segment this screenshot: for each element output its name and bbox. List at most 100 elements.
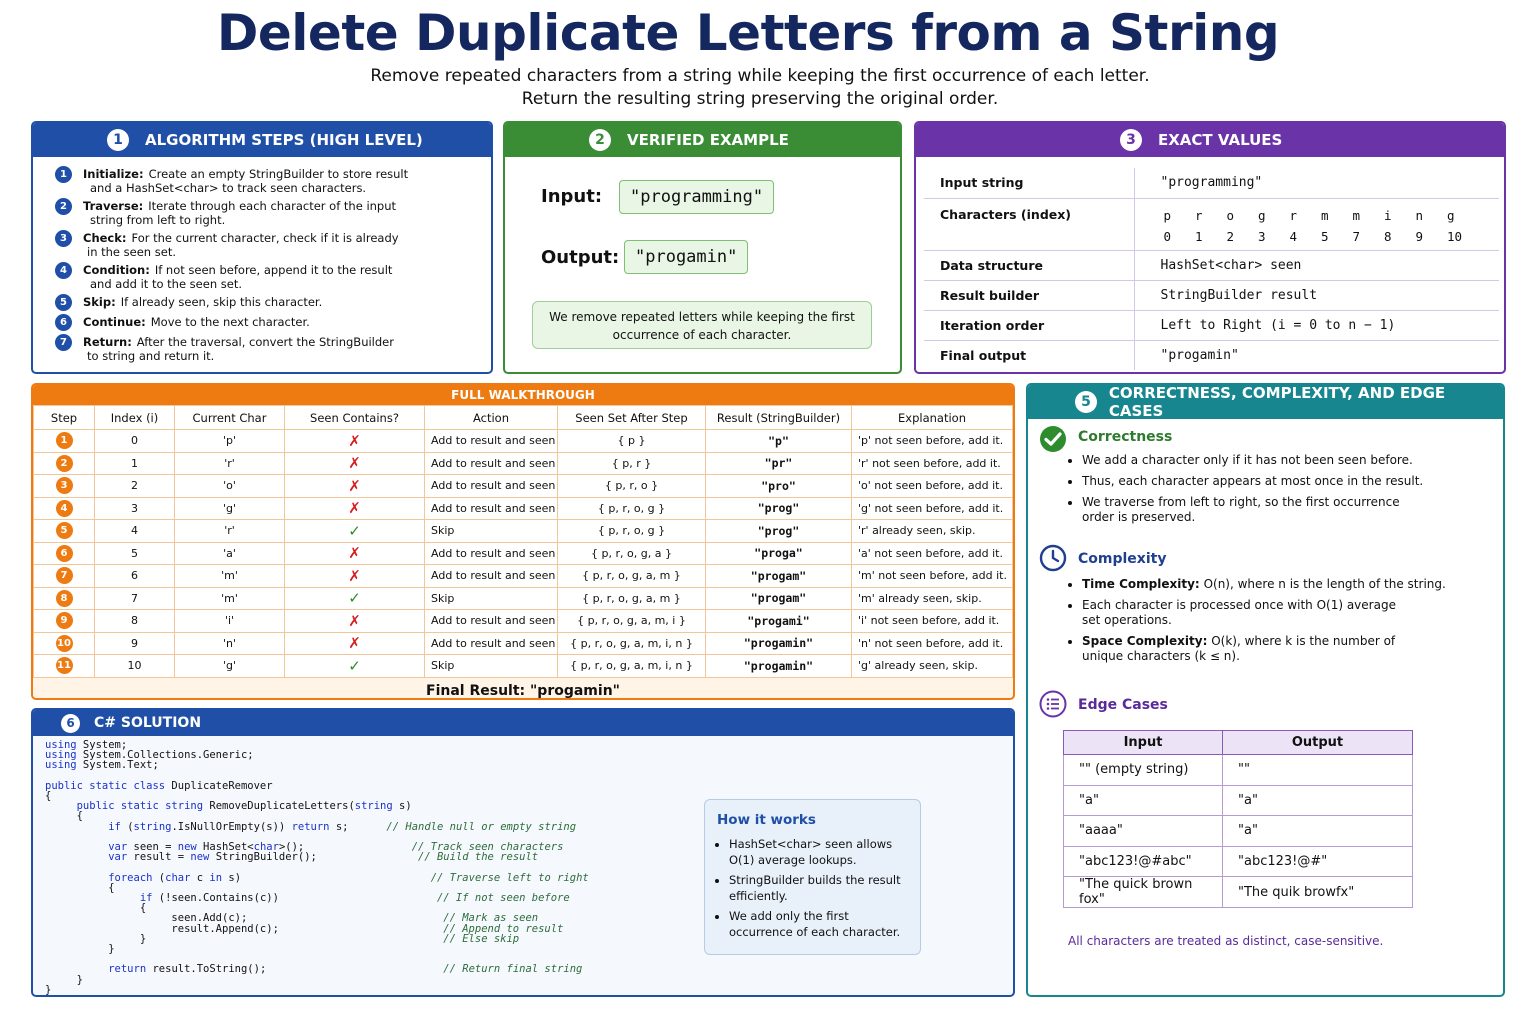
char-cell: p bbox=[1163, 208, 1172, 223]
step-text: Return:After the traversal, convert the … bbox=[83, 335, 394, 363]
step-cell: 5 bbox=[33, 519, 95, 543]
column-header: Seen Contains? bbox=[284, 405, 425, 430]
result-cell: "progam" bbox=[705, 564, 852, 588]
column-header: Index (i) bbox=[94, 405, 175, 430]
step-number-badge: 8 bbox=[55, 589, 73, 607]
edge-output-cell: "The quik browfx" bbox=[1222, 876, 1413, 908]
index-cell: 7 bbox=[94, 586, 175, 610]
step-label: Skip: bbox=[83, 295, 116, 309]
char-cell: g bbox=[1258, 208, 1266, 223]
index-cell: 0 bbox=[94, 429, 175, 453]
step-desc: For the current character, check if it i… bbox=[131, 231, 399, 245]
seen-set-cell: { p, r, o } bbox=[557, 474, 706, 498]
index-cell: 4 bbox=[1289, 229, 1298, 244]
step-number-badge: 11 bbox=[55, 657, 73, 675]
value-key: Characters (index) bbox=[924, 198, 1135, 251]
exact-values-panel: 3 EXACT VALUES Input string"programming"… bbox=[914, 121, 1506, 374]
value-cell: HashSet<char> seen bbox=[1134, 250, 1499, 281]
example-note-line-1: We remove repeated letters while keeping… bbox=[549, 310, 855, 324]
column-header: Seen Set After Step bbox=[557, 405, 706, 430]
walkthrough-header: FULL WALKTHROUGH bbox=[33, 385, 1013, 405]
csharp-solution-panel: 6 C# SOLUTION using System; using System… bbox=[31, 708, 1015, 997]
explanation-cell: 'r' already seen, skip. bbox=[851, 519, 1013, 543]
step-line: Condition: If not seen before, append it … bbox=[83, 263, 392, 277]
time-complexity-text: O(n), where n is the length of the strin… bbox=[1203, 577, 1446, 591]
exact-values-table: Input string"programming" Characters (in… bbox=[924, 168, 1499, 370]
char-cell: o bbox=[1226, 208, 1235, 223]
step-line: Return:After the traversal, convert the … bbox=[83, 335, 394, 349]
value-key: Input string bbox=[924, 168, 1135, 199]
explanation-cell: 'p' not seen before, add it. bbox=[851, 429, 1013, 453]
explanation-cell: 'o' not seen before, add it. bbox=[851, 474, 1013, 498]
edge-input-cell: "abc123!@#abc" bbox=[1063, 845, 1223, 877]
step-cell: 1 bbox=[33, 429, 95, 453]
step-number-badge: 5 bbox=[55, 522, 73, 540]
step-cell: 2 bbox=[33, 451, 95, 475]
step-desc: If not seen before, append it to the res… bbox=[154, 263, 393, 277]
action-cell: Add to result and seen bbox=[424, 451, 558, 475]
index-cell: 6 bbox=[94, 564, 175, 588]
step-desc: Iterate through each character of the in… bbox=[148, 199, 397, 213]
step-line: Traverse:Iterate through each character … bbox=[83, 199, 396, 213]
edge-output-cell: "" bbox=[1222, 754, 1413, 786]
edge-cases-note: All characters are treated as distinct, … bbox=[1068, 934, 1384, 948]
how-it-works-list: HashSet<char> seen allows O(1) average l… bbox=[717, 836, 908, 940]
correctness-header: 5 CORRECTNESS, COMPLEXITY, AND EDGE CASE… bbox=[1028, 385, 1503, 420]
result-cell: "progamin" bbox=[705, 631, 852, 655]
verified-example-title: VERIFIED EXAMPLE bbox=[627, 131, 789, 149]
explanation-cell: 'm' already seen, skip. bbox=[851, 586, 1013, 610]
explanation-cell: 'n' not seen before, add it. bbox=[851, 631, 1013, 655]
result-cell: "prog" bbox=[705, 496, 852, 520]
value-key: Result builder bbox=[924, 280, 1135, 311]
step-line: Skip:If already seen, skip this characte… bbox=[83, 295, 322, 309]
index-cell: 3 bbox=[1258, 229, 1266, 244]
step-label: Condition: bbox=[83, 263, 150, 277]
cross-icon: ✗ bbox=[348, 566, 361, 585]
seen-set-cell: { p, r } bbox=[557, 451, 706, 475]
char-cell: 'a' bbox=[174, 541, 285, 565]
seen-set-cell: { p } bbox=[557, 429, 706, 453]
index-cell: 5 bbox=[1321, 229, 1329, 244]
section-number-badge: 2 bbox=[589, 129, 611, 151]
index-cell: 9 bbox=[94, 631, 175, 655]
char-cell: r bbox=[1289, 208, 1298, 223]
index-cell: 3 bbox=[94, 496, 175, 520]
list-item: Each character is processed once with O(… bbox=[1082, 598, 1402, 628]
value-key: Final output bbox=[924, 340, 1135, 370]
walkthrough-title: FULL WALKTHROUGH bbox=[451, 388, 595, 402]
step-number-badge: 2 bbox=[55, 454, 73, 472]
action-cell: Skip bbox=[424, 654, 558, 678]
index-cell: 10 bbox=[94, 654, 175, 678]
step-number-badge: 1 bbox=[55, 432, 73, 450]
table-row: "aaaa""a" bbox=[1063, 815, 1413, 847]
edge-input-cell: "a" bbox=[1063, 784, 1223, 816]
subtitle-line-1: Remove repeated characters from a string… bbox=[370, 66, 1150, 86]
char-cell: 'i' bbox=[174, 609, 285, 633]
char-cell: 'g' bbox=[174, 496, 285, 520]
list-item: StringBuilder builds the result efficien… bbox=[729, 872, 908, 904]
index-cell: 1 bbox=[94, 451, 175, 475]
edge-cases-title: Edge Cases bbox=[1078, 697, 1168, 713]
edge-output-cell: "abc123!@#" bbox=[1222, 845, 1413, 877]
step-cell: 7 bbox=[33, 564, 95, 588]
edge-cases-table: Input Output "" (empty string)"""a""a""a… bbox=[1063, 730, 1413, 908]
step-number-badge: 10 bbox=[55, 634, 73, 652]
step-number-badge: 6 bbox=[55, 314, 72, 331]
step-number-badge: 6 bbox=[55, 544, 73, 562]
explanation-cell: 'g' already seen, skip. bbox=[851, 654, 1013, 678]
exact-values-title: EXACT VALUES bbox=[1158, 131, 1283, 149]
